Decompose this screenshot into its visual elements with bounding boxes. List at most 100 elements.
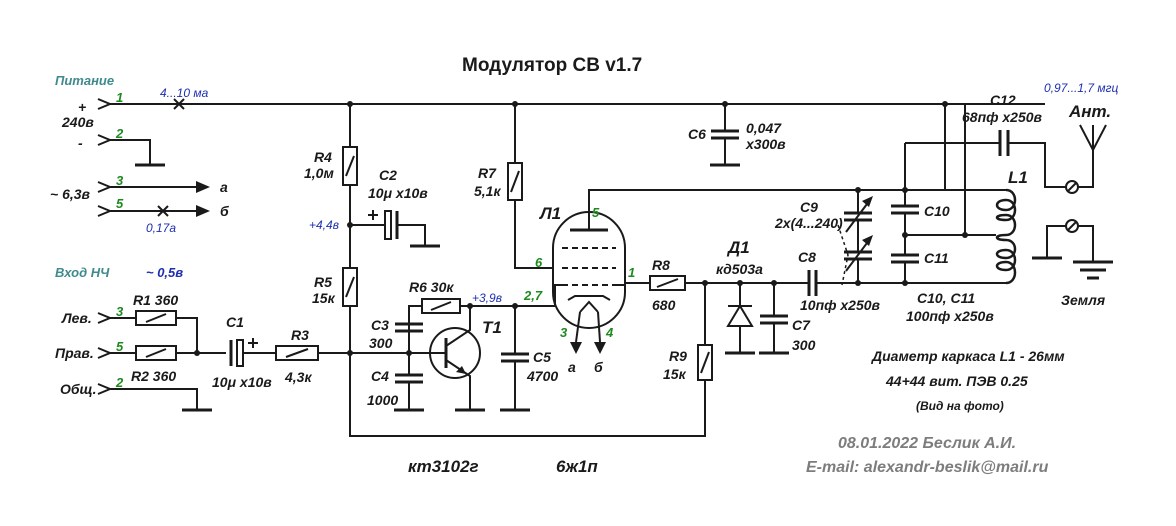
r5-label: R5 — [314, 274, 332, 290]
resistor-r2 — [135, 345, 177, 361]
capacitor-c10 — [891, 204, 919, 255]
diode-d1 — [726, 283, 754, 353]
heater-out-b: б — [220, 203, 229, 219]
audio-common-label: Общ. — [60, 381, 97, 397]
earth-ground-icon — [1073, 260, 1113, 280]
tube-pin-3: 3 — [560, 325, 568, 340]
note-coil-diameter: Диаметр каркаса L1 - 26мм — [871, 348, 1065, 364]
c5-value: 4700 — [526, 368, 558, 384]
c4-value: 1000 — [367, 392, 398, 408]
c6-label: C6 — [688, 126, 706, 142]
variable-capacitor-c9 — [837, 190, 873, 286]
resistor-r4 — [342, 146, 358, 186]
r3-label: R3 — [291, 327, 309, 343]
resistor-r8 — [649, 275, 686, 291]
capacitor-c6 — [711, 104, 739, 165]
antenna-label: Ант. — [1068, 102, 1111, 121]
capacitor-c1 — [229, 338, 276, 367]
r5-value: 15к — [312, 290, 336, 306]
capacitor-c2 — [350, 210, 426, 246]
c8-label: C8 — [798, 249, 816, 265]
tube-heater-a: а — [568, 359, 576, 375]
antenna-icon — [1078, 124, 1107, 188]
c10-label: C10 — [924, 203, 950, 219]
capacitor-c7 — [760, 283, 788, 353]
power-pin-2: 2 — [115, 126, 124, 141]
audio-connector — [97, 312, 113, 395]
tube-pin-1: 1 — [628, 265, 635, 280]
r3-value: 4,3к — [284, 369, 312, 385]
capacitor-c12 — [998, 130, 1010, 156]
note-photo: (Вид на фото) — [916, 399, 1004, 413]
heater-arrow-a-icon — [570, 342, 582, 354]
minus-wire — [110, 139, 151, 165]
heater-voltage: ~ 6,3в — [50, 186, 91, 202]
r2-label: R2 360 — [131, 368, 176, 384]
resistor-r1 — [135, 310, 177, 326]
r4-label: R4 — [314, 149, 332, 165]
audio-pin-left: 3 — [116, 304, 124, 319]
tube-pin-4: 4 — [605, 325, 614, 340]
audio-right-label: Прав. — [55, 345, 94, 361]
c12-value: 68пф x250в — [962, 109, 1043, 125]
c3-label: C3 — [371, 317, 389, 333]
tube-l1 — [552, 189, 945, 343]
audio-pin-right: 5 — [116, 339, 124, 354]
c4-label: C4 — [371, 368, 389, 384]
arrow-a-icon — [196, 181, 210, 193]
power-plus: + — [78, 99, 86, 115]
antenna-terminal — [1065, 180, 1079, 194]
audio-header: Вход НЧ — [55, 265, 110, 280]
resistor-r7 — [507, 162, 523, 201]
audio-left-label: Лев. — [61, 310, 92, 326]
c5-label: C5 — [533, 349, 551, 365]
c9-label: C9 — [800, 199, 818, 215]
node-voltage-44: +4,4в — [309, 218, 339, 232]
audio-level: ~ 0,5в — [146, 265, 183, 280]
capacitor-c11 — [891, 253, 919, 283]
tube-pin-27: 2,7 — [523, 288, 543, 303]
footer-email: E-mail: alexandr-beslik@mail.ru — [806, 459, 1049, 476]
arrow-b-icon — [196, 205, 210, 217]
t1-label: T1 — [482, 318, 502, 337]
tube-pin-5: 5 — [592, 205, 600, 220]
capacitor-c4 — [395, 353, 423, 410]
r7-label: R7 — [478, 165, 497, 181]
r4-value: 1,0м — [304, 165, 334, 181]
heater-connector — [97, 181, 113, 217]
l1-label: L1 — [1008, 168, 1028, 187]
schematic-title: Модулятор СВ v1.7 — [462, 55, 642, 76]
audio-pin-common: 2 — [115, 375, 124, 390]
resistor-r6 — [421, 298, 461, 314]
r9-value: 15к — [663, 366, 687, 382]
power-connector — [97, 98, 113, 146]
power-voltage: 240в — [61, 114, 94, 130]
power-pin-1: 1 — [116, 90, 123, 105]
junction-dot — [347, 350, 353, 356]
c6-value-2: x300в — [745, 136, 786, 152]
resistor-r5 — [342, 267, 358, 307]
tube-label: Л1 — [538, 204, 561, 223]
capacitor-c5 — [501, 306, 529, 410]
transistor-part: кт3102г — [408, 457, 479, 476]
screen-grid-wire — [514, 104, 560, 269]
tube-heater-b: б — [594, 359, 603, 375]
c10-c11-value: 100пф x250в — [906, 308, 994, 324]
coil-l1 — [945, 188, 1017, 285]
current-meter-point — [173, 98, 185, 110]
heater-arrow-b-icon — [594, 342, 606, 354]
ground-label: Земля — [1061, 292, 1105, 308]
tube-pin-6: 6 — [535, 255, 543, 270]
d1-value: кд503а — [716, 261, 763, 277]
frequency-range: 0,97...1,7 мгц — [1044, 81, 1119, 95]
c8-value: 10пф x250в — [800, 297, 881, 313]
resistor-r3 — [275, 345, 319, 361]
heater-out-a: а — [220, 179, 228, 195]
r7-value: 5,1к — [474, 183, 501, 199]
c1-label: C1 — [226, 314, 244, 330]
left-wire — [110, 317, 198, 353]
footer-date-author: 08.01.2022 Беслик А.И. — [838, 435, 1016, 452]
c2-label: C2 — [379, 167, 397, 183]
c9-value: 2x(4...240) — [774, 215, 843, 231]
